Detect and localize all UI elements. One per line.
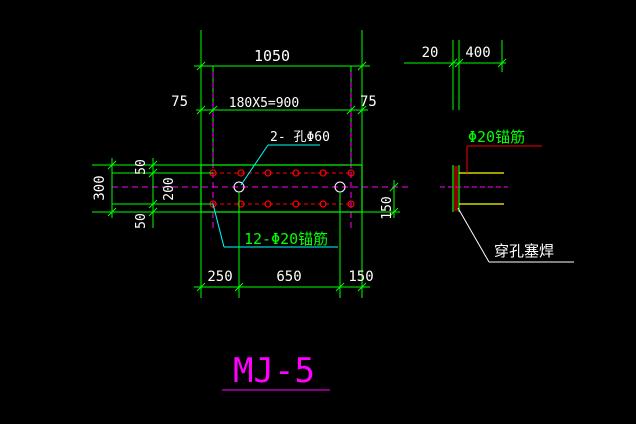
- anchor-rebar: [319, 169, 327, 177]
- dim-total-height: 300: [92, 175, 108, 200]
- dim-bottom-left: 250: [207, 269, 232, 285]
- section-dims: [404, 40, 507, 110]
- anchor-rebar: [264, 200, 272, 208]
- anchor-rebar: [292, 200, 300, 208]
- dim-mid: 200: [162, 177, 177, 200]
- hole-leader: [240, 144, 320, 186]
- anchor-rebar: [347, 169, 355, 177]
- right-vertical-dim: [362, 180, 400, 218]
- anchor-rows: [213, 172, 351, 205]
- dim-top-edge: 50: [134, 159, 149, 175]
- dim-length: 400: [465, 45, 490, 61]
- dim-edge-left: 75: [171, 94, 188, 110]
- weld-leader: [457, 207, 574, 263]
- anchor-rebar: [264, 169, 272, 177]
- rebar-leader: [466, 145, 542, 173]
- hole-label: 2- 孔Φ60: [270, 130, 330, 145]
- drawing-title: MJ-5: [233, 351, 315, 391]
- anchor-rebar: [237, 169, 245, 177]
- dim-bottom-mid: 650: [276, 269, 301, 285]
- dim-1050-line: [194, 61, 370, 71]
- anchor-rebar: [319, 200, 327, 208]
- section-view: 20 400 Φ20锚筋 穿孔塞焊: [404, 40, 574, 263]
- weld-label: 穿孔塞焊: [494, 242, 554, 260]
- dim-total-width: 1050: [254, 47, 290, 65]
- anchor-group: [209, 169, 355, 208]
- plan-view: 1050 75 75 180X5=900: [92, 30, 408, 298]
- section-rebar-label: Φ20锚筋: [468, 128, 525, 146]
- dim-spacing: 180X5=900: [229, 96, 299, 111]
- bottom-dims: [194, 192, 370, 298]
- embedded-plate: [200, 164, 363, 213]
- dim-spacing-line: [196, 105, 368, 115]
- dim-thickness: 20: [422, 45, 439, 61]
- dim-right-offset: 150: [380, 196, 395, 219]
- anchor-rebar: [347, 200, 355, 208]
- dim-bottom-right: 150: [348, 269, 373, 285]
- anchor-leader: [212, 203, 338, 248]
- dim-edge-right: 75: [360, 94, 377, 110]
- anchor-label: 12-Φ20锚筋: [244, 230, 328, 248]
- left-vertical-dims: [92, 158, 213, 228]
- anchor-rebar: [292, 169, 300, 177]
- plug-weld: [454, 166, 458, 211]
- dim-bottom-edge: 50: [134, 213, 149, 229]
- anchor-rebar: [237, 200, 245, 208]
